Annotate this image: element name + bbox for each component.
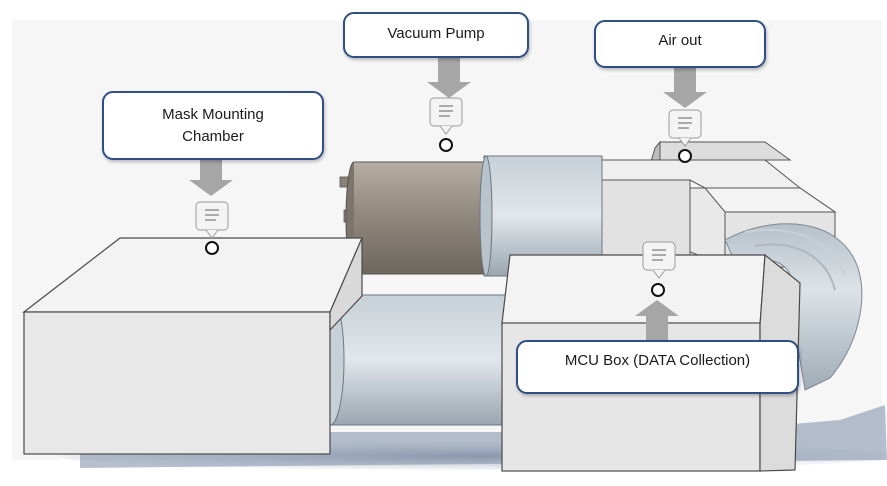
pin-circle-icon bbox=[205, 138, 692, 297]
label-mcu-box: MCU Box (DATA Collection) bbox=[516, 340, 799, 394]
mask-chamber-box bbox=[22, 237, 363, 455]
arrow-icon bbox=[189, 58, 707, 342]
label-mask-mounting-chamber: Mask Mounting Chamber bbox=[102, 91, 324, 160]
connecting-tube bbox=[315, 294, 519, 426]
label-air-out: Air out bbox=[594, 20, 766, 68]
note-icon bbox=[195, 97, 702, 279]
label-vacuum-pump: Vacuum Pump bbox=[343, 12, 529, 58]
